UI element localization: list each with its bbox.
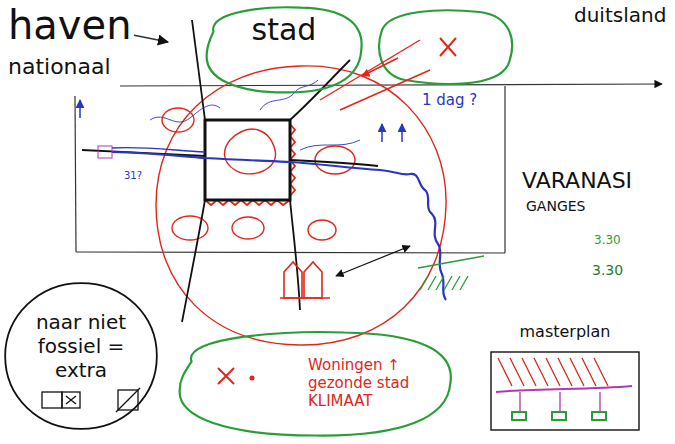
note-circle: naar niet fossiel = extra <box>2 280 160 432</box>
frame-lines <box>75 34 662 253</box>
node-text: Woningen ↑ gezonde stad KLIMAAT <box>308 356 428 410</box>
roads <box>82 20 378 322</box>
city-zone: stad <box>200 4 368 96</box>
time-note: 3.30 <box>590 262 625 278</box>
note: 31? <box>122 170 144 182</box>
node-text: naar niet fossiel = extra <box>22 310 140 382</box>
green-zone <box>379 10 512 84</box>
time-note: 3.30 <box>592 234 623 248</box>
place-name: VARANASI <box>520 168 634 193</box>
ganges-river <box>80 80 446 300</box>
checkboxes <box>42 388 140 412</box>
place-name: duitsland <box>572 4 668 27</box>
green-hatching <box>418 256 484 290</box>
masterplan-box: masterplan <box>490 318 640 432</box>
place-name: haven <box>6 2 134 48</box>
note: 1 dag ? <box>420 92 479 109</box>
node-text: masterplan <box>490 322 640 341</box>
masterplan-sketch <box>496 358 632 420</box>
node-text: stad <box>200 12 368 48</box>
bottom-marks <box>218 368 254 384</box>
river-name: GANGES <box>524 198 587 214</box>
place-name: nationaal <box>6 54 113 79</box>
houses <box>280 246 410 298</box>
housing-zone: Woningen ↑ gezonde stad KLIMAAT <box>168 328 462 440</box>
